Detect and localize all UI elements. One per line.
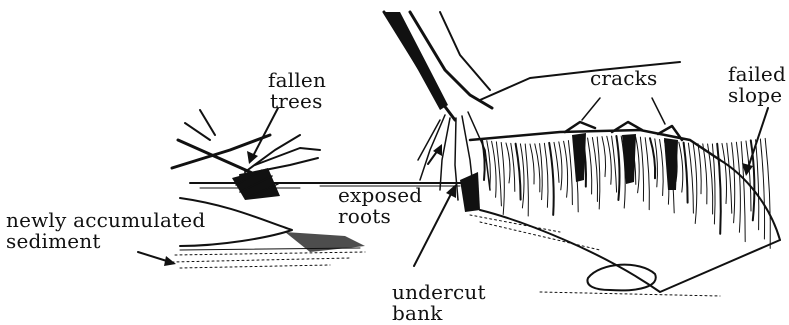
label-newly-accumulated: newly accumulated <box>6 210 205 231</box>
hatch-stroke <box>525 144 528 216</box>
hatch-stroke <box>703 144 707 204</box>
hatch-stroke <box>602 137 606 177</box>
hatch-stroke <box>530 144 534 184</box>
hatch-stroke <box>746 141 751 211</box>
hatch-stroke <box>592 137 597 201</box>
hatch-stroke <box>760 139 764 239</box>
hatch-stroke <box>588 138 592 194</box>
label-newly-accumulated-sediment: newly accumulated sediment <box>6 210 205 252</box>
label-slope: slope <box>728 85 786 106</box>
hatch-stroke <box>684 143 688 203</box>
label-sediment: sediment <box>6 231 205 252</box>
hatch-stroke <box>688 143 693 213</box>
label-bank: bank <box>392 303 486 324</box>
hatch-stroke <box>568 141 572 205</box>
fallen-trees <box>172 110 320 200</box>
label-trees: trees <box>268 91 326 112</box>
label-failed-slope: failed slope <box>728 64 786 106</box>
hatch-stroke <box>612 136 617 192</box>
hatch-stroke <box>496 142 501 206</box>
hatch-stroke <box>516 144 521 200</box>
hatch-stroke <box>722 144 727 204</box>
hatch-stroke <box>549 143 554 215</box>
hatch-stroke <box>736 142 740 232</box>
hatch-stroke <box>717 144 721 234</box>
hatch-stroke <box>727 143 732 213</box>
hatch-stroke <box>482 140 485 180</box>
hatch-stroke <box>544 143 548 207</box>
hatch-stroke <box>660 140 664 196</box>
hatch-stroke <box>640 137 643 201</box>
hatch-stroke <box>535 144 540 192</box>
label-exposed: exposed <box>338 185 422 206</box>
hatch-stroke <box>492 141 497 197</box>
hatch-stroke <box>511 143 515 191</box>
hatch-stroke <box>679 142 683 192</box>
hatch-stroke <box>741 142 745 242</box>
hatch-stroke <box>650 138 655 178</box>
hatch-stroke <box>554 142 559 182</box>
boulder <box>540 265 720 296</box>
label-roots: roots <box>338 206 422 227</box>
label-undercut: undercut <box>392 282 486 303</box>
label-exposed-roots: exposed roots <box>338 185 422 227</box>
label-fallen-trees: fallen trees <box>268 70 326 112</box>
water-surface <box>190 183 470 188</box>
hatch-stroke <box>765 138 770 248</box>
label-failed: failed <box>728 64 786 85</box>
hatch-stroke <box>607 136 612 184</box>
hatch-stroke <box>645 138 649 210</box>
label-cracks: cracks <box>590 68 657 89</box>
hatch-stroke <box>564 141 568 197</box>
hatch-stroke <box>506 143 510 183</box>
label-undercut-bank: undercut bank <box>392 282 486 324</box>
hatch-stroke <box>698 144 701 194</box>
label-fallen: fallen <box>268 70 326 91</box>
hatch-stroke <box>756 140 759 230</box>
